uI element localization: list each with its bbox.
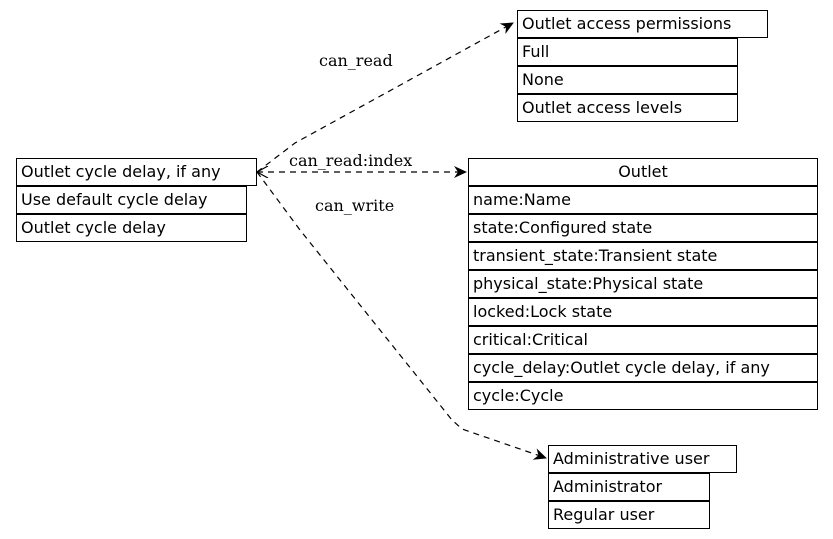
node-row: locked:Lock state [468,298,818,326]
node-row: Regular user [548,501,710,529]
edge-label-can-write: can_write [315,196,394,215]
node-row: cycle_delay:Outlet cycle delay, if any [468,354,818,382]
edge-label-can-read: can_read [319,51,393,70]
node-row: Outlet access levels [517,94,738,122]
node-header: Administrative user [548,445,737,473]
node-header: Outlet cycle delay, if any [16,158,257,186]
node-row: None [517,66,738,94]
node-row: transient_state:Transient state [468,242,818,270]
node-row: Outlet cycle delay [16,214,247,242]
node-header: Outlet [468,158,818,186]
edge-label-can-read-index: can_read:index [289,151,412,170]
edge-can-write [256,171,547,460]
node-row: cycle:Cycle [468,382,818,410]
node-row: state:Configured state [468,214,818,242]
node-row: Full [517,38,738,66]
node-row: critical:Critical [468,326,818,354]
node-header: Outlet access permissions [517,10,768,38]
node-row: physical_state:Physical state [468,270,818,298]
node-row: name:Name [468,186,818,214]
node-row: Use default cycle delay [16,186,247,214]
node-row: Administrator [548,473,710,501]
edge-can-read [256,22,514,173]
